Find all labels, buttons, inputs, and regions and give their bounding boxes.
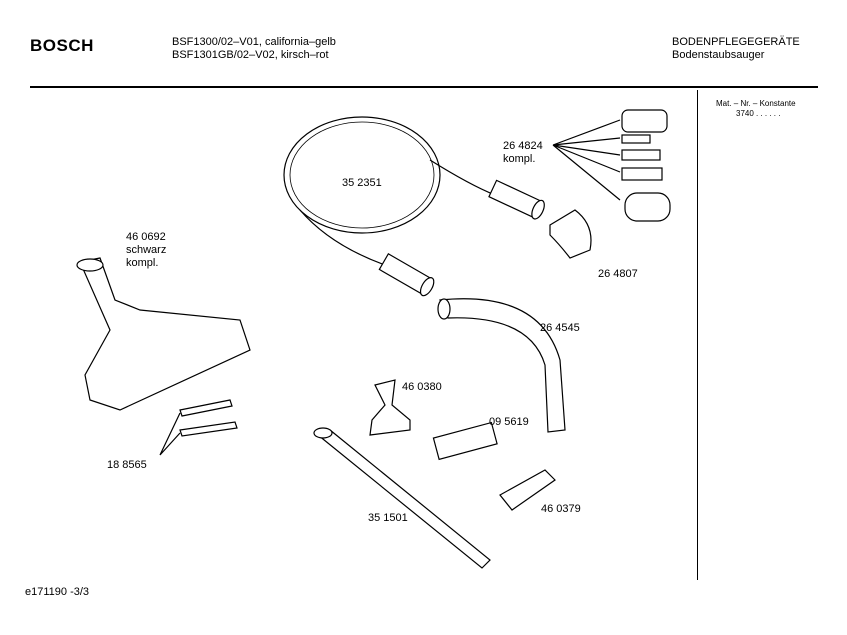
model-line-2: BSF1301GB/02–V02, kirsch–rot	[172, 49, 329, 61]
mat-nr-value: 3740 . . . . . .	[736, 109, 781, 118]
label-floor-nozzle-note: kompl.	[126, 257, 159, 269]
crevice-nozzle-drawing	[499, 469, 556, 511]
floor-nozzle-drawing	[79, 257, 251, 411]
handle-tube-drawing	[439, 298, 566, 433]
strips-drawing	[179, 399, 238, 437]
model-line-1: BSF1300/02–V01, california–gelb	[172, 36, 336, 48]
hose-cuff-top	[488, 179, 545, 220]
label-upholstery-nozzle: 46 0380	[402, 381, 442, 393]
bosch-logo: BOSCH	[30, 36, 94, 55]
label-floor-nozzle-color: schwarz	[126, 244, 167, 256]
upholstery-nozzle-drawing	[369, 379, 411, 436]
label-elbow-adapter: 26 4807	[598, 268, 638, 280]
label-strips: 18 8565	[107, 459, 147, 471]
category-title: BODENPFLEGEGERÄTE	[672, 36, 800, 48]
label-handle-tube: 26 4545	[540, 322, 580, 334]
mat-nr-label: Mat. – Nr. – Konstante	[716, 99, 796, 108]
header-divider	[30, 86, 818, 88]
label-hose-end-kit: 26 4824	[503, 140, 543, 152]
elbow-adapter-drawing	[549, 209, 592, 259]
label-hose-end-kit-note: kompl.	[503, 153, 536, 165]
label-crevice-nozzle: 46 0379	[541, 503, 581, 515]
brush-drawing	[432, 421, 498, 461]
sidebar-divider	[697, 90, 698, 580]
document-id: e171190 -3/3	[25, 586, 90, 598]
hose-drawing	[283, 116, 441, 234]
label-hose: 35 2351	[342, 177, 382, 189]
label-brush: 09 5619	[489, 416, 529, 428]
hose-cuff-bottom	[378, 253, 435, 297]
subcategory-title: Bodenstaubsauger	[672, 49, 765, 61]
label-telescopic-tube: 35 1501	[368, 512, 408, 524]
label-floor-nozzle: 46 0692	[126, 231, 166, 243]
